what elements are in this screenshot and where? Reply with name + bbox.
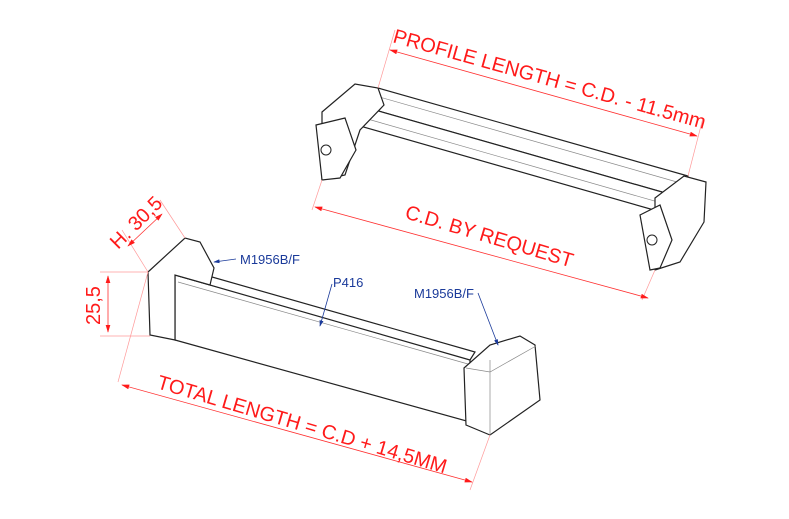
height-dimension: H. 30,5 [106, 192, 167, 253]
end-cap-right-label: M1956B/F [414, 286, 474, 301]
profile-label: P416 [333, 275, 363, 290]
dimension-lines [100, 29, 704, 491]
end-cap-right-front [463, 335, 541, 436]
end-cap-left-front [147, 237, 215, 341]
end-cap-left-label: M1956B/F [240, 252, 300, 267]
leader-lines [213, 258, 499, 346]
depth-dimension: 25,5 [83, 286, 105, 325]
cd-dimension: C.D. BY REQUEST [403, 202, 576, 273]
